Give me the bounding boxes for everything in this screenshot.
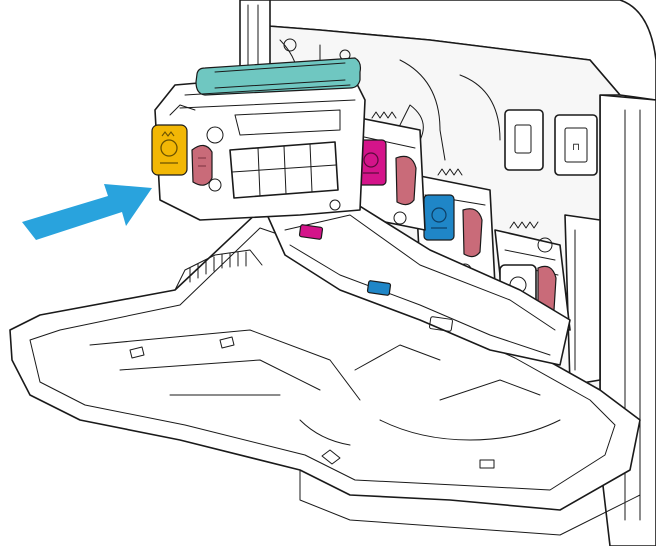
spring-icon-3 [371,111,397,119]
drum-roller [195,57,362,96]
cartridge-grille [229,141,339,199]
latch-component-left [504,109,544,171]
yellow-release-tab[interactable] [191,144,213,186]
cartridge-slot-panel [264,199,571,366]
latch-component-right: ⊓ [554,114,598,176]
spring-icon-2 [437,168,463,176]
push-arrow-icon [22,184,152,240]
spring-icon [509,221,539,229]
magenta-release-tab[interactable] [395,155,417,206]
cyan-slot-indicator [366,280,392,296]
latch-glyph: ⊓ [572,142,580,153]
cyan-release-tab[interactable] [462,208,483,258]
toner-cartridge-icon [151,124,188,176]
yellow-toner-label [151,124,188,176]
cyan-toner-label [423,194,455,241]
release-tab-icon [198,157,206,167]
magenta-cartridge [344,111,426,231]
yellow-cartridge[interactable] [151,57,366,221]
magenta-slot-indicator [298,224,324,240]
